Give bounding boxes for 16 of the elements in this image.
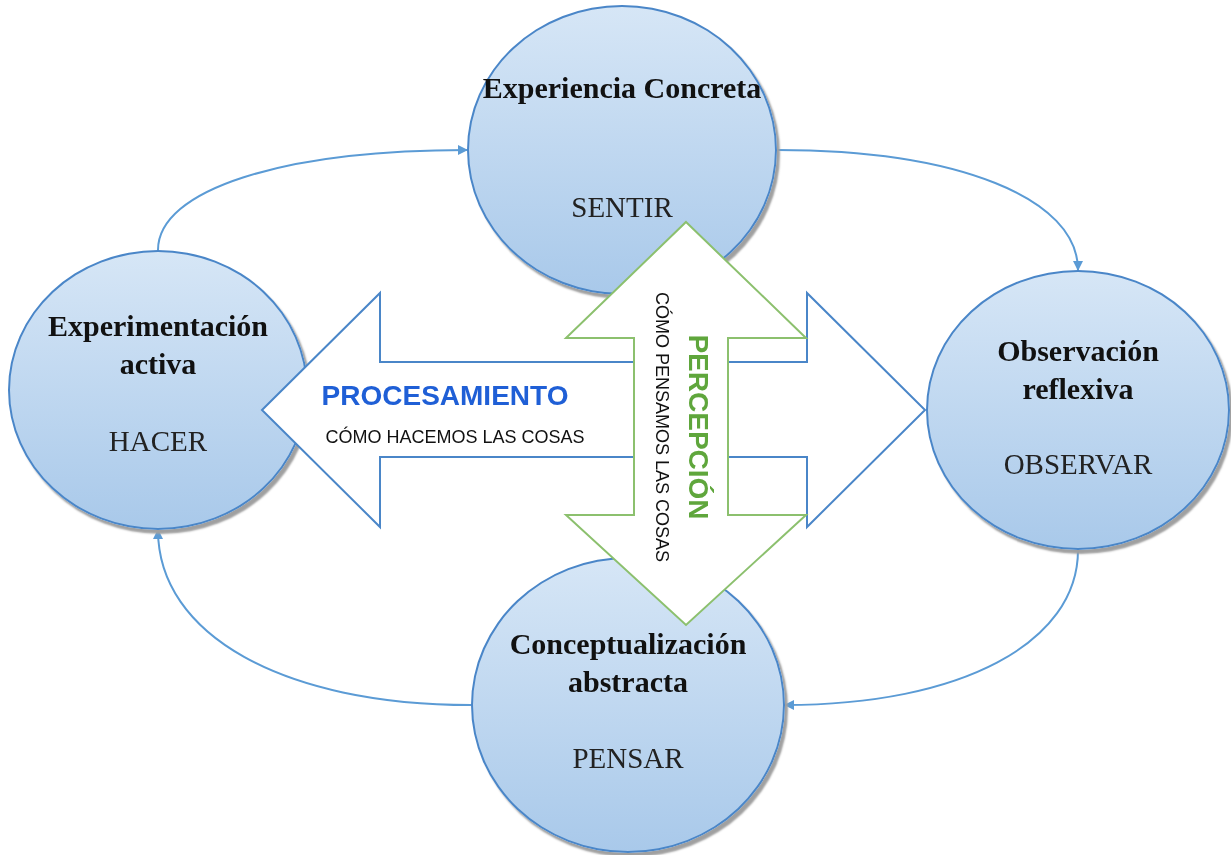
arrow (776, 149, 1082, 271)
arrow-heading: PROCESAMIENTO (321, 380, 569, 412)
arrow (153, 529, 472, 706)
node-subtitle: OBSERVAR (1002, 447, 1154, 481)
arrow-caption: CÓMO HACEMOS LAS COSAS (325, 426, 585, 448)
arrow-heading: PERCEPCIÓN (682, 334, 714, 520)
node-title: Experimentación activa (47, 308, 269, 382)
node-subtitle: SENTIR (570, 190, 674, 224)
arrow (784, 549, 1079, 710)
node-title: Experiencia Concreta (481, 70, 763, 106)
node-title: Conceptualización abstracta (508, 626, 748, 700)
node-title: Observación reflexiva (996, 333, 1160, 407)
node-subtitle: HACER (107, 424, 209, 458)
arrow-caption: CÓMO PENSAMOS LAS COSAS (650, 291, 672, 563)
node-subtitle: PENSAR (571, 741, 685, 775)
arrow (157, 145, 468, 251)
